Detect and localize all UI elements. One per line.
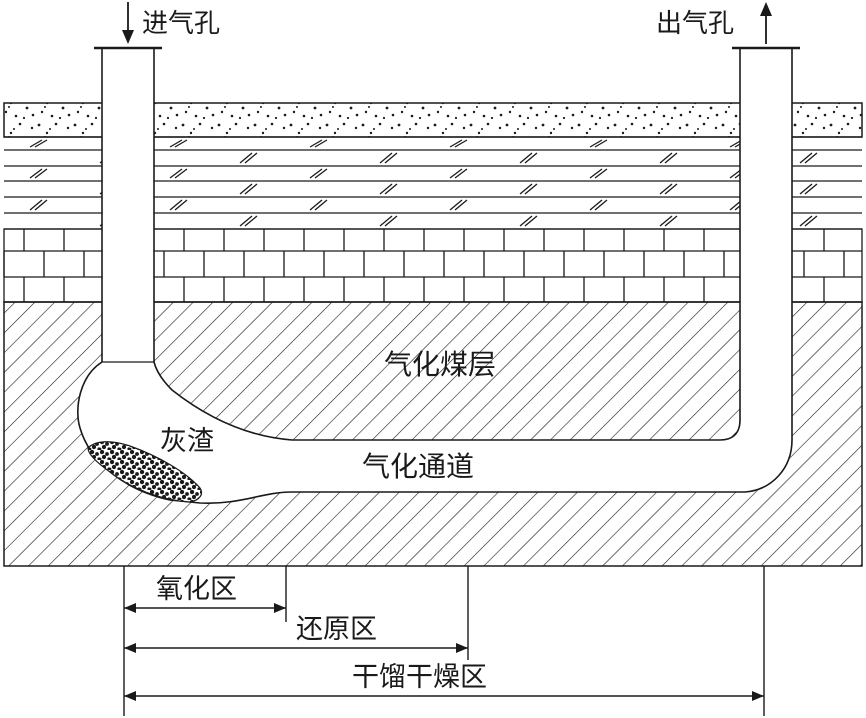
rock-layer-mark xyxy=(519,152,533,164)
rock-layer-mark xyxy=(314,139,328,148)
rock-layer-mark xyxy=(29,168,43,179)
flow-arrows xyxy=(122,2,772,44)
rock-layer-mark xyxy=(524,215,538,227)
rock-layer-mark xyxy=(804,183,818,195)
rock-layer-mark xyxy=(594,168,608,179)
rock-layer-mark xyxy=(664,152,678,164)
rock-layer-mark xyxy=(589,199,603,211)
rock-layer-mark xyxy=(799,152,813,164)
rock-layer-mark xyxy=(589,139,603,148)
rock-layer-mark xyxy=(309,168,323,179)
rock-layer-mark xyxy=(244,215,258,227)
zone-markers xyxy=(123,566,765,716)
rock-layer-mark xyxy=(799,183,813,195)
rock-layer-mark xyxy=(664,215,678,227)
outlet-arrow-head xyxy=(760,2,772,16)
reduction-zone-label: 还原区 xyxy=(296,614,377,645)
rock-layer-mark xyxy=(314,199,328,211)
pyrolysis-arrow-right xyxy=(752,691,764,701)
rock-layer-mark xyxy=(384,183,398,195)
rock-layer-mark xyxy=(314,168,328,179)
rock-layer-mark xyxy=(309,139,323,148)
rock-layer-mark xyxy=(379,215,393,227)
rock-layer-mark xyxy=(659,183,673,195)
rock-layer-mark xyxy=(379,152,393,164)
inlet-label: 进气孔 xyxy=(142,9,220,39)
rock-layer-mark xyxy=(449,199,463,211)
rock-layer-mark xyxy=(169,139,183,148)
ash-heap xyxy=(87,441,203,503)
rock-layer-mark xyxy=(29,199,43,211)
ash-label: 灰渣 xyxy=(160,426,214,457)
rock-layer-mark xyxy=(244,183,258,195)
rock-layer-mark xyxy=(449,168,463,179)
rock-layer-mark xyxy=(804,215,818,227)
rock-layer-mark xyxy=(379,183,393,195)
rock-layer-mark xyxy=(29,139,43,148)
rock-layer-mark xyxy=(34,139,48,148)
rock-layer-mark xyxy=(799,215,813,227)
reduction-arrow-right xyxy=(456,643,468,653)
limestone-layer xyxy=(3,228,863,303)
rock-layer-mark xyxy=(589,168,603,179)
oxidation-zone-label: 氧化区 xyxy=(156,574,237,605)
rock-layer-mark xyxy=(174,139,188,148)
outlet-well xyxy=(740,48,792,404)
rock-layer-mark xyxy=(169,199,183,211)
rock-layer-mark xyxy=(519,183,533,195)
rock-layer-mark xyxy=(594,199,608,211)
reduction-arrow-left xyxy=(124,643,136,653)
rock-layer-mark xyxy=(384,152,398,164)
inlet-arrow-head xyxy=(122,30,134,44)
rock-layer-mark xyxy=(34,168,48,179)
rock-layer-mark xyxy=(454,139,468,148)
rock-layer-mark xyxy=(34,199,48,211)
rock-layer-mark xyxy=(239,215,253,227)
rock-layer-mark xyxy=(454,168,468,179)
oxidation-arrow-left xyxy=(124,603,136,613)
rock-layer-mark xyxy=(174,199,188,211)
rock-layer-mark xyxy=(664,183,678,195)
rock-layer-mark xyxy=(244,152,258,164)
channel-label: 气化通道 xyxy=(362,450,474,483)
pyrolysis-arrow-left xyxy=(124,691,136,701)
rock-layer-mark xyxy=(659,215,673,227)
rock-layer-mark xyxy=(524,183,538,195)
rock-layer-mark xyxy=(454,199,468,211)
gasification-channel xyxy=(77,362,792,504)
pyrolysis-drying-zone-label: 干馏干燥区 xyxy=(352,662,487,693)
rock-layer-mark xyxy=(309,199,323,211)
rock-layer-mark xyxy=(169,168,183,179)
wells-and-channel xyxy=(77,46,800,504)
rock-layer-mark xyxy=(449,139,463,148)
coal-seam-label: 气化煤层 xyxy=(384,348,496,381)
rock-layer-mark xyxy=(239,152,253,164)
rock-layer-mark xyxy=(524,152,538,164)
rock-layer-mark xyxy=(174,168,188,179)
rock-layer-mark xyxy=(594,139,608,148)
outlet-label: 出气孔 xyxy=(656,9,734,39)
inlet-well xyxy=(102,48,154,364)
rock-layer-mark xyxy=(659,152,673,164)
rock-layer-mark xyxy=(384,215,398,227)
rock-layer-mark xyxy=(804,152,818,164)
oxidation-arrow-right xyxy=(274,603,286,613)
rock-layer-mark xyxy=(519,215,533,227)
rock-layer-mark xyxy=(239,183,253,195)
